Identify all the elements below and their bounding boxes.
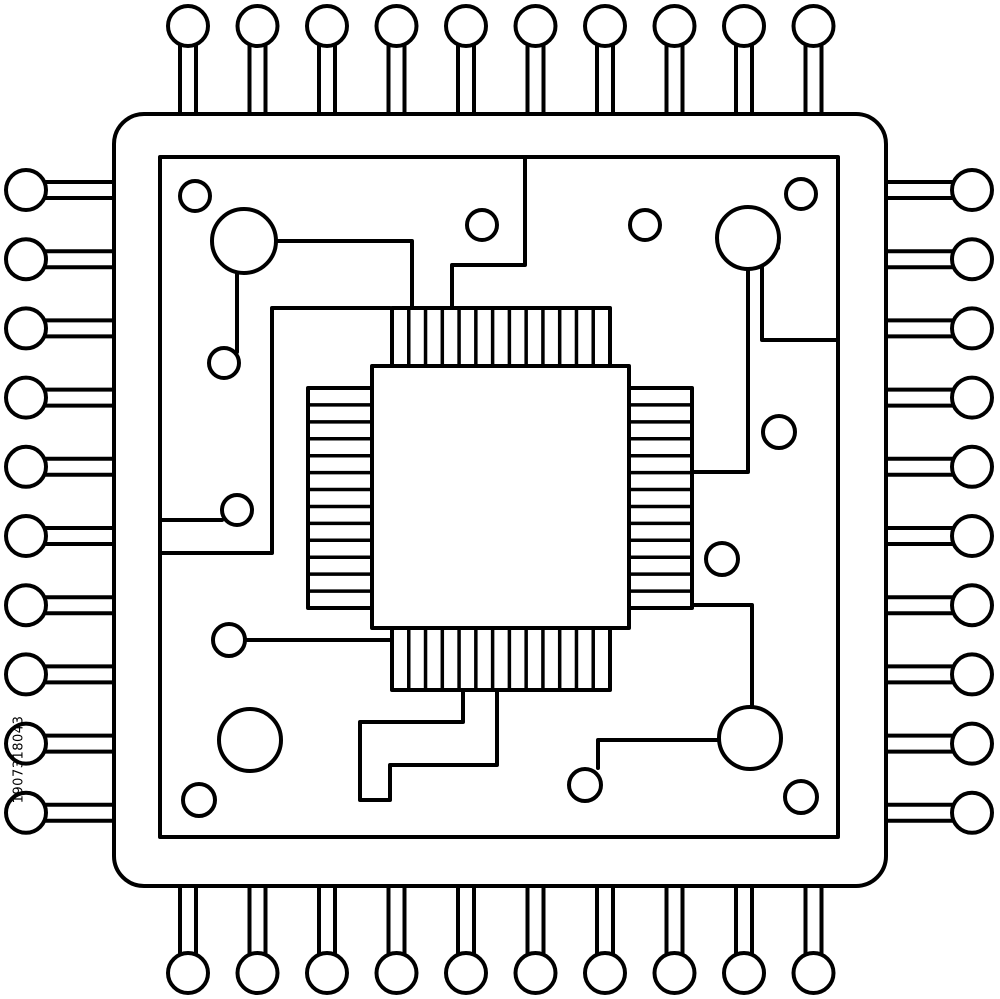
pin-leg-bottom [734, 882, 754, 962]
pin-pad-left [4, 583, 48, 628]
pin-pad-bottom [722, 951, 766, 995]
pins-right [882, 168, 994, 835]
pin-leg-bottom [664, 882, 685, 962]
pin-pad-left [4, 721, 48, 766]
pin-leg-left [38, 180, 118, 200]
pin-pad-bottom [166, 951, 210, 995]
inner-pin-ticks [306, 306, 694, 692]
pin-pad-bottom [235, 951, 280, 995]
pin-leg-bottom [456, 882, 476, 962]
pin-leg-right [882, 526, 962, 546]
inner-pins-left [306, 386, 374, 610]
pin-leg-left [38, 733, 118, 754]
pin-pad-left [4, 652, 48, 697]
stock-id-watermark: 1907318043 [11, 715, 27, 804]
circuit-pads [178, 177, 819, 818]
pin-leg-left [38, 526, 118, 546]
pin-pad-bottom [305, 951, 349, 995]
pin-pad-bottom [444, 951, 488, 995]
pin-pad-top [305, 4, 349, 48]
pin-pad-right [950, 375, 994, 420]
pin-leg-left [38, 802, 118, 823]
pins-top [166, 4, 836, 118]
pin-pad-left [4, 375, 48, 420]
pin-leg-right [882, 595, 962, 616]
pin-leg-top [734, 38, 754, 118]
chip-inner-board [158, 155, 840, 839]
pin-leg-top [803, 38, 824, 118]
pin-pad-top [652, 4, 697, 48]
pin-leg-top [595, 38, 615, 118]
pin-pad-top [791, 4, 836, 48]
pin-leg-top [386, 38, 407, 118]
pin-leg-left [38, 249, 118, 270]
pin-pad-right [950, 168, 994, 212]
pin-pad-left [4, 237, 48, 282]
pin-pad-right [950, 583, 994, 628]
pin-pad-right [950, 652, 994, 697]
pin-leg-left [38, 664, 118, 685]
pin-pad-right [950, 444, 994, 489]
pin-pad-right [950, 721, 994, 766]
pin-pad-right [950, 790, 994, 835]
pin-pad-bottom [513, 951, 558, 995]
pin-pad-bottom [652, 951, 697, 995]
pin-leg-bottom [178, 882, 198, 962]
pin-pad-left [4, 168, 48, 212]
pin-pad-top [513, 4, 558, 48]
pin-pad-left [4, 514, 48, 558]
pin-leg-left [38, 595, 118, 616]
pin-pad-top [374, 4, 419, 48]
pin-pad-top [444, 4, 488, 48]
pin-leg-right [882, 664, 962, 685]
pin-leg-left [38, 318, 118, 339]
pins-bottom [166, 882, 836, 995]
pin-pad-bottom [791, 951, 836, 995]
pin-leg-left [38, 387, 118, 408]
pin-leg-right [882, 387, 962, 408]
pin-leg-top [525, 38, 546, 118]
pin-leg-right [882, 180, 962, 200]
pin-pad-top [166, 4, 210, 48]
pin-leg-right [882, 456, 962, 477]
pin-leg-bottom [595, 882, 615, 962]
pin-pad-left [4, 444, 48, 489]
pin-leg-bottom [317, 882, 337, 962]
pin-leg-right [882, 318, 962, 339]
pin-leg-right [882, 249, 962, 270]
pin-leg-top [317, 38, 337, 118]
pin-leg-top [178, 38, 198, 118]
pin-pad-top [722, 4, 766, 48]
pin-leg-bottom [247, 882, 268, 962]
pin-pad-left [4, 306, 48, 351]
pin-pad-right [950, 306, 994, 351]
pin-leg-left [38, 456, 118, 477]
pin-leg-bottom [386, 882, 407, 962]
pin-leg-top [456, 38, 476, 118]
pin-leg-bottom [525, 882, 546, 962]
pin-leg-top [664, 38, 685, 118]
pin-pad-bottom [374, 951, 419, 995]
pin-pad-right [950, 237, 994, 282]
pins-left [4, 168, 118, 835]
pin-pad-top [235, 4, 280, 48]
pin-leg-top [247, 38, 268, 118]
pin-pad-right [950, 514, 994, 558]
pin-leg-right [882, 802, 962, 823]
pin-pad-top [583, 4, 627, 48]
circuit-traces [158, 156, 840, 802]
pin-pad-left [4, 790, 48, 835]
pin-leg-bottom [803, 882, 824, 962]
inner-pins-right [626, 386, 694, 610]
pin-leg-right [882, 733, 962, 754]
processor-die [370, 364, 631, 630]
pin-pad-bottom [583, 951, 627, 995]
inner-pins-top [390, 306, 612, 372]
